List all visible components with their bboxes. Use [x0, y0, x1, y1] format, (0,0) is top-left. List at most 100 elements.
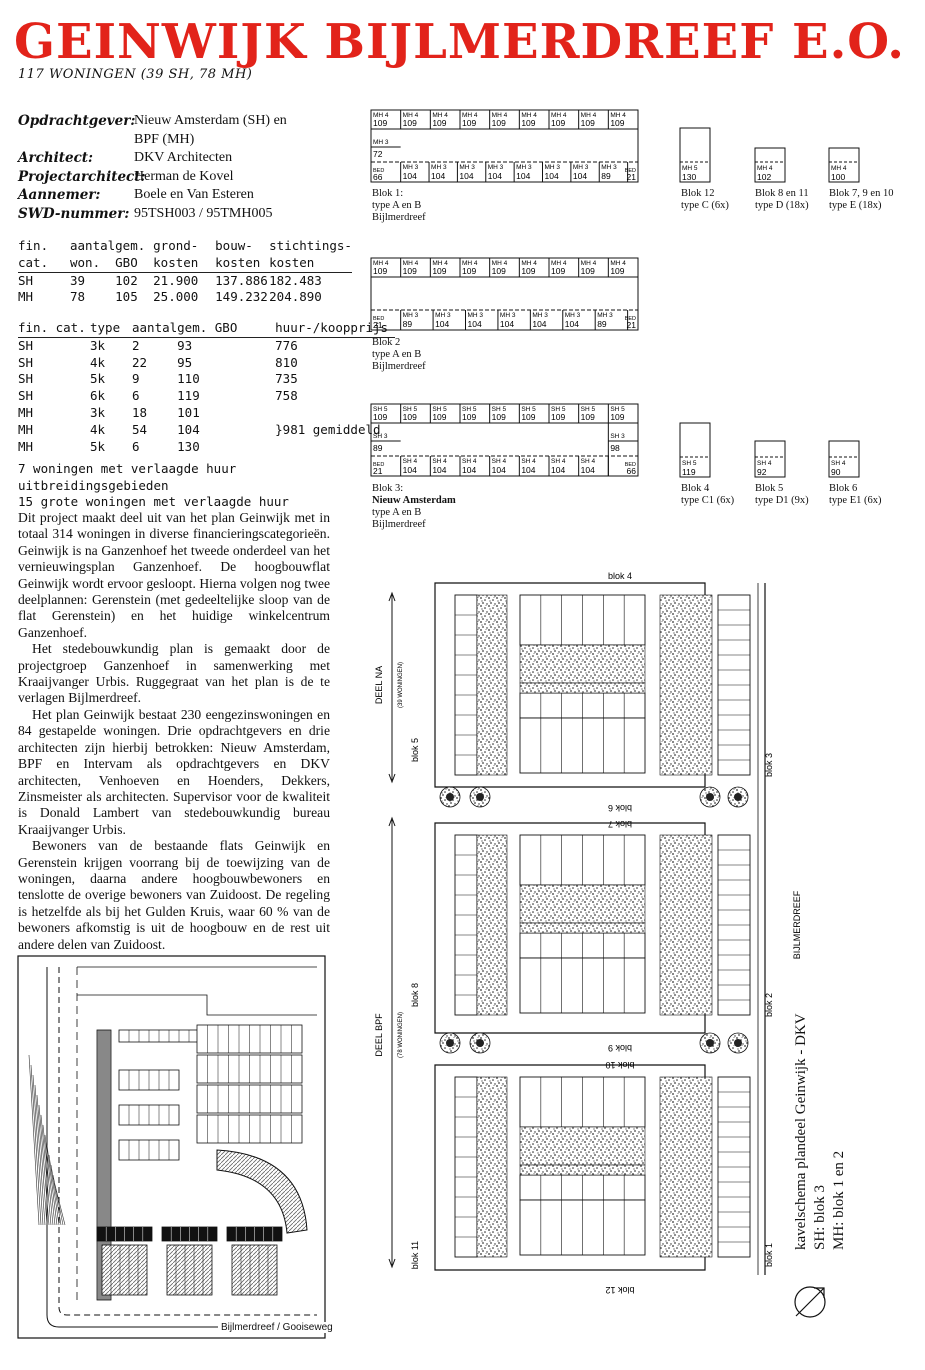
site-building	[231, 1244, 278, 1296]
table-cell: 110	[177, 371, 200, 387]
bed-label: BED	[625, 462, 636, 468]
diagram-label: 109	[610, 266, 624, 276]
costs-header: kosten	[269, 254, 352, 273]
diagram-label: MH 4	[551, 260, 567, 267]
table-cell: 137.886	[215, 272, 268, 288]
costs-table: fin. aantal gem. grond- bouw- stichtings…	[18, 238, 352, 306]
table-cell: MH	[18, 404, 34, 420]
table-cell: 735	[275, 371, 298, 387]
diagram-label: SH 5	[492, 406, 507, 413]
diagram-label: SH 5	[521, 406, 536, 413]
diagram-label: SH 5	[610, 406, 625, 413]
diagram-label: SH 4	[403, 458, 418, 465]
diagram-label: MH 4	[403, 112, 419, 119]
table-cell: 4k	[90, 354, 106, 370]
diagram-label: 109	[581, 266, 595, 276]
table-cell: 119	[177, 388, 200, 404]
body-paragraph: Dit project maakt deel uit van het plan …	[18, 510, 330, 640]
costs-header: GBO	[115, 254, 154, 273]
deel-bpf-sublabel: (78 WONINGEN)	[398, 1012, 404, 1058]
table-cell: MH	[18, 438, 34, 454]
diagram-label: 21	[627, 172, 637, 182]
blok-label: blok 1	[764, 1243, 774, 1267]
diagram-label: 21	[627, 320, 637, 330]
diagram-label: 104	[488, 171, 502, 181]
table-cell: 39	[70, 272, 86, 288]
costs-header: gem.	[115, 238, 146, 253]
diagram-label: 104	[516, 171, 530, 181]
diagram-label: 66	[373, 172, 383, 182]
costs-header: grond-	[153, 238, 199, 253]
blok-label: blok 12	[605, 1285, 634, 1295]
diagram-label: MH 4	[462, 112, 478, 119]
site-building	[226, 1226, 283, 1242]
table-cell: 95	[177, 354, 193, 370]
diagram-label: SH 4	[757, 460, 772, 467]
blok-label: blok 9	[608, 1043, 632, 1053]
table-cell: 22	[132, 354, 148, 370]
dwelling-row	[519, 717, 646, 774]
diagram-label: MH 4	[521, 112, 537, 119]
diagram-label: MH 3	[488, 164, 504, 171]
diagram-label: 109	[610, 412, 624, 422]
site-plan-caption: Bijlmerdreef / Gooiseweg	[218, 1322, 336, 1333]
diagram-label: 89	[597, 319, 607, 329]
diagram-label: MH 3	[545, 164, 561, 171]
table-cell: 21.900	[153, 272, 199, 288]
diagram-label: 92	[757, 467, 767, 477]
bed-label: BED	[373, 316, 384, 322]
body-paragraph: Het plan Geinwijk bestaat 230 eengezinsw…	[18, 706, 330, 837]
diagram-label: 104	[551, 465, 565, 475]
diagram-label: 109	[521, 118, 535, 128]
dwelling-row	[454, 1076, 478, 1258]
tree-icon	[699, 786, 721, 808]
diagram-label: 104	[521, 465, 535, 475]
diagram-label: MH 4	[432, 260, 448, 267]
blok-label: blok 8	[410, 983, 420, 1007]
dwelling-row	[454, 594, 478, 776]
diagram-label: MH 3	[573, 164, 589, 171]
dwelling-row	[717, 834, 751, 1016]
diagram-label: 109	[581, 412, 595, 422]
diagram-label: MH 3	[468, 312, 484, 319]
diagram-label: 104	[468, 319, 482, 329]
diagram-label: SH 3	[373, 433, 388, 440]
table-cell: MH	[18, 421, 34, 437]
diagram-label: SH 4	[492, 458, 507, 465]
table-cell: SH	[18, 337, 34, 353]
site-building	[101, 1244, 148, 1296]
diagram-label: 104	[581, 465, 595, 475]
diagram-label: MH 3	[565, 312, 581, 319]
types-header: gem. GBO	[177, 320, 276, 338]
diagram-label: 104	[545, 171, 559, 181]
costs-header: won.	[70, 254, 116, 273]
blok-label: blok 6	[608, 803, 632, 813]
diagram-label: 104	[500, 319, 514, 329]
table-cell: 3k	[90, 404, 106, 420]
types-header: fin. cat.	[18, 320, 90, 338]
diagram-label: SH 5	[682, 460, 697, 467]
blok-label: blok 10	[605, 1060, 634, 1070]
bed-label: BED	[625, 168, 636, 174]
types-header: aantal	[132, 320, 178, 338]
table-cell: 25.000	[153, 289, 199, 305]
tree-icon	[469, 1032, 491, 1054]
diagram-label: SH 5	[432, 406, 447, 413]
types-header: huur-/koopprijs	[275, 320, 396, 338]
costs-header: aantal	[70, 238, 116, 253]
diagram-label: 89	[373, 443, 383, 453]
site-building	[196, 1114, 303, 1144]
costs-header: cat.	[18, 254, 70, 273]
diagram-label: MH 3	[459, 164, 475, 171]
tree-icon	[439, 786, 461, 808]
